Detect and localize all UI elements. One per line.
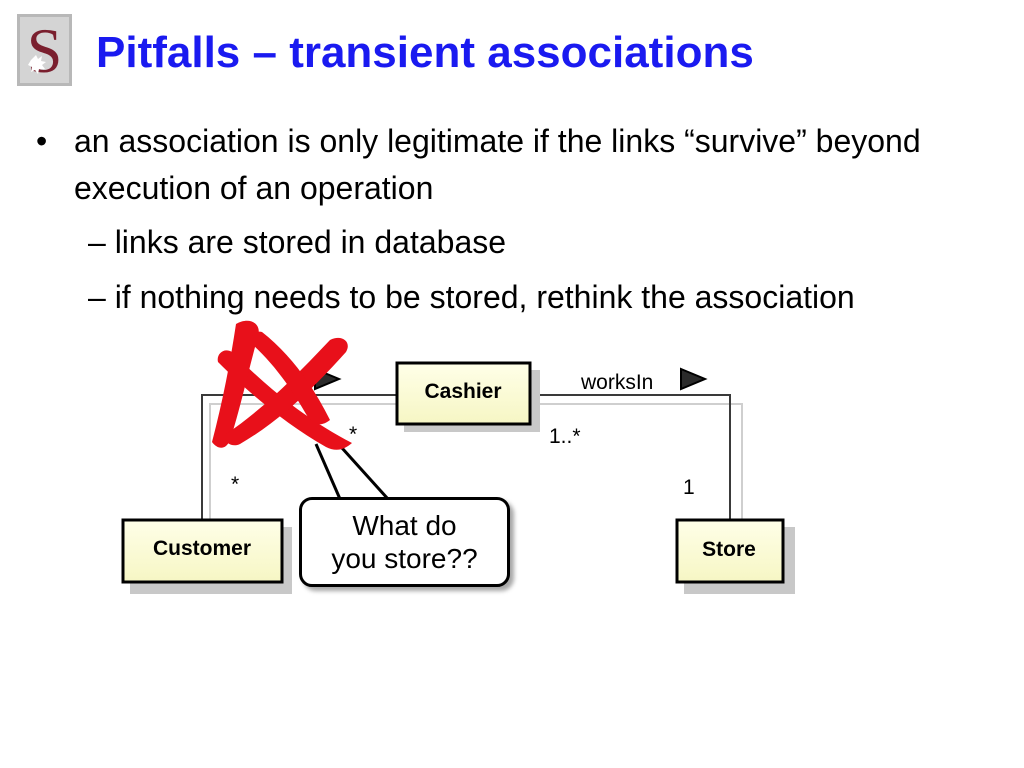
slide-title: Pitfalls – transient associations	[96, 28, 754, 77]
sub-bullet-marker: –	[88, 279, 106, 315]
leaf-icon	[28, 55, 46, 74]
works-in-association-line	[530, 394, 731, 520]
sub-bullet-text: links are stored in database	[114, 224, 507, 260]
works-in-label: worksIn	[580, 371, 653, 394]
university-logo: S	[17, 14, 72, 86]
works-in-store-multiplicity: 1	[683, 476, 695, 499]
callout-bubble: What do you store??	[299, 497, 510, 587]
sub-bullet-item: – if nothing needs to be stored, rethink…	[88, 279, 855, 316]
works-in-direction-icon	[680, 367, 708, 391]
cashier-customer-cashier-multiplicity: *	[349, 423, 357, 446]
works-in-cashier-multiplicity: 1..*	[549, 425, 581, 448]
cashier-class-name: Cashier	[424, 380, 501, 403]
cashier-class: Cashier	[395, 361, 540, 432]
bullet-text: an association is only legitimate if the…	[74, 123, 921, 206]
callout-line-2: you store??	[331, 543, 478, 574]
logo-letter: S	[27, 15, 63, 86]
store-class: Store	[675, 518, 795, 594]
callout-line-1: What do	[352, 510, 457, 541]
cashier-customer-customer-multiplicity: *	[231, 473, 239, 496]
cashier-customer-association-line	[201, 394, 398, 520]
store-class-name: Store	[702, 538, 756, 561]
sub-bullet-marker: –	[88, 224, 106, 260]
cross-mark-icon	[212, 320, 352, 450]
customer-class: Customer	[121, 518, 292, 594]
sub-bullet-item: – links are stored in database	[88, 224, 506, 261]
customer-class-name: Customer	[153, 537, 251, 560]
bullet-item: • an association is only legitimate if t…	[36, 118, 1011, 212]
sub-bullet-text: if nothing needs to be stored, rethink t…	[114, 279, 855, 315]
bullet-marker: •	[36, 123, 48, 159]
